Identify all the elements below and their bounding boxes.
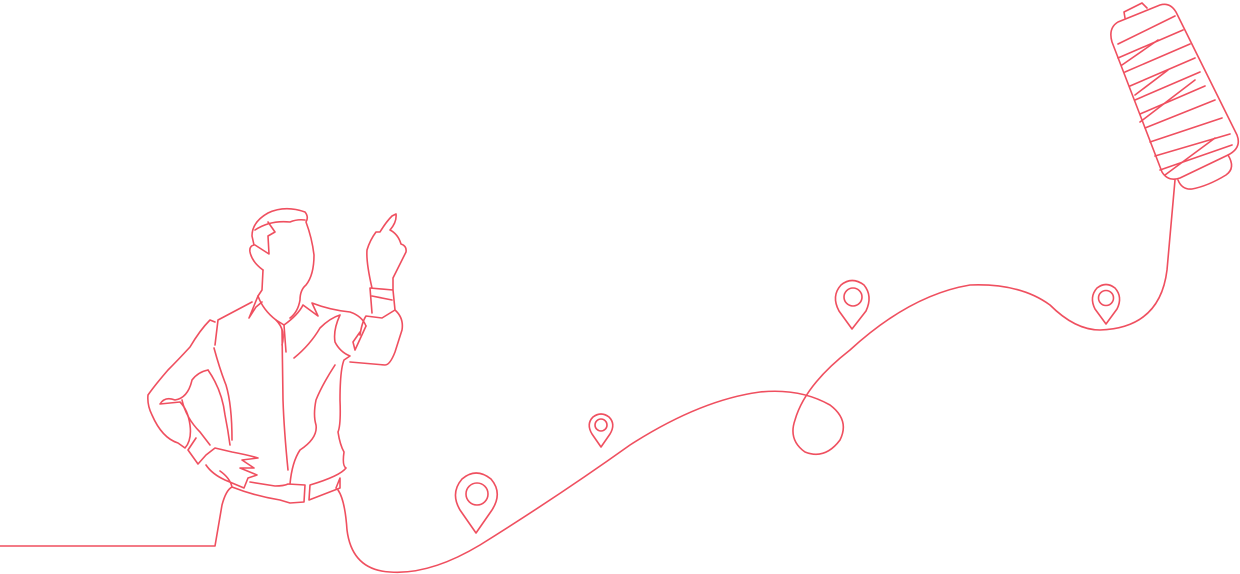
map-pin-icon	[454, 472, 499, 534]
map-pin-icon	[588, 413, 614, 448]
map-pin-icon	[834, 279, 870, 330]
man-pointing-figure	[147, 207, 407, 504]
thread-path	[0, 179, 1176, 574]
map-pin-icon	[1091, 283, 1121, 325]
thread-spool-icon	[1110, 2, 1240, 190]
